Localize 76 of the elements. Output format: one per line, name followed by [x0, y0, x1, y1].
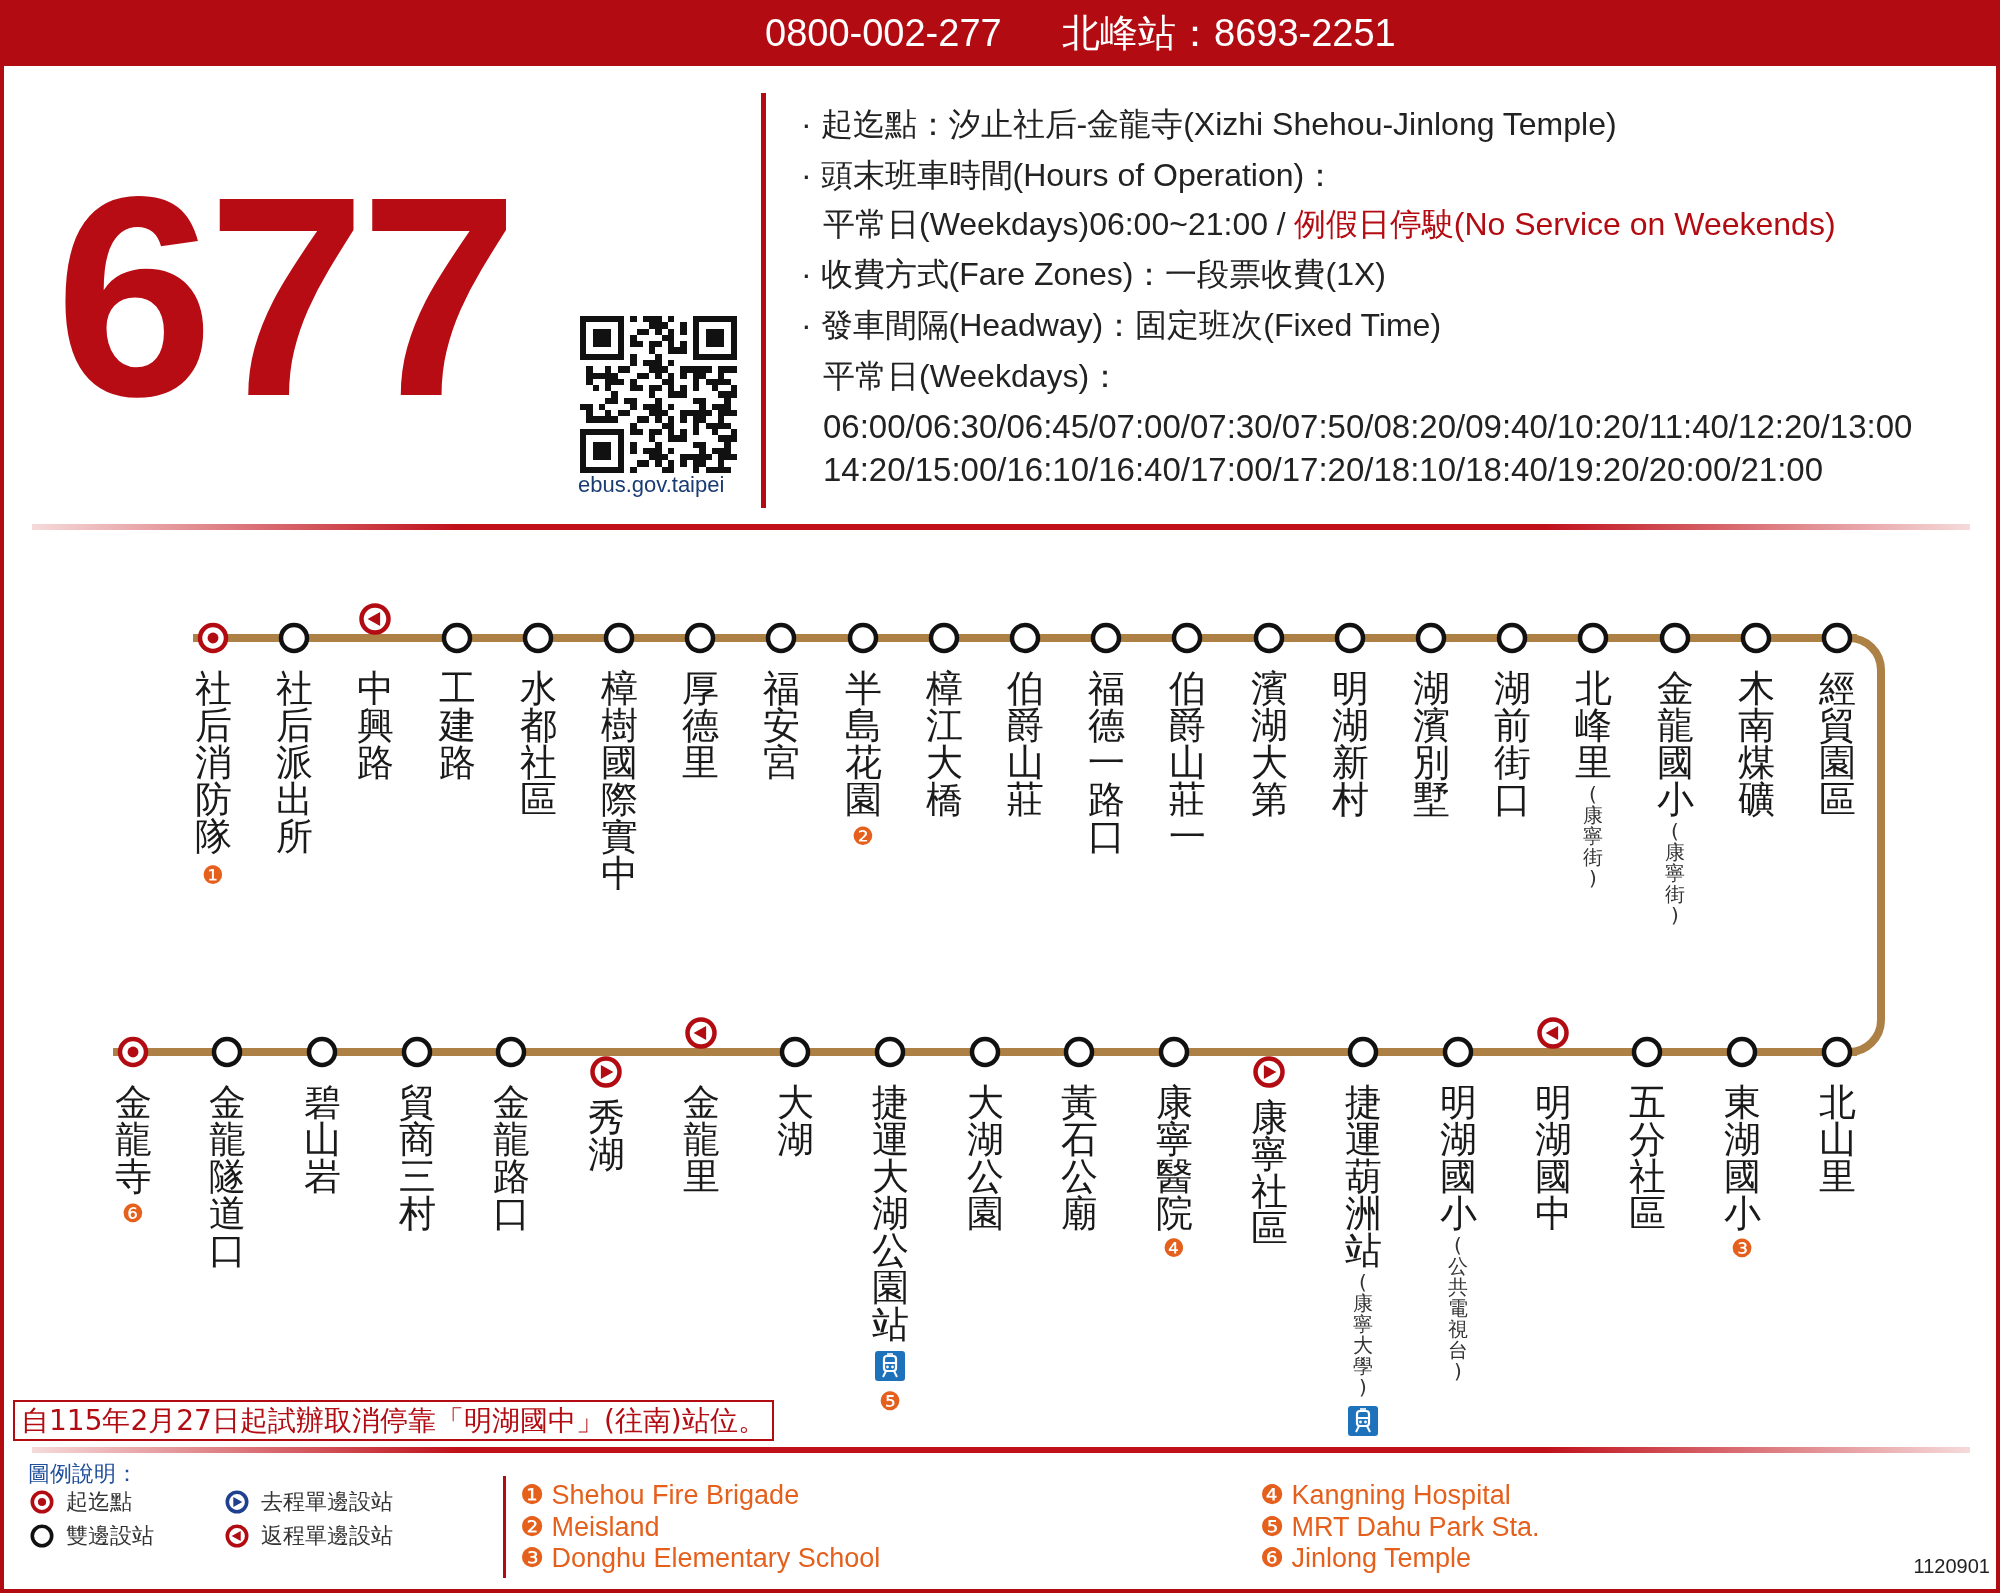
notice-box [13, 1400, 774, 1441]
stop-name: 伯爵山莊 [1006, 670, 1044, 818]
legend-heading: 圖例說明： [28, 1460, 138, 1488]
stop-note: (康寧大學) [1352, 1272, 1374, 1398]
stop-name: 東湖國小 [1723, 1084, 1761, 1232]
numbered-note: ❺ MRT Dahu Park Sta. [1260, 1511, 1540, 1543]
stop-name: 福安宮 [762, 670, 800, 781]
stop-name: 貿商三村 [398, 1084, 436, 1232]
numbered-note: ❹ Kangning Hospital [1260, 1479, 1511, 1511]
numbered-note: ❸ Donghu Elementary School [520, 1542, 881, 1574]
stop-name: 中興路 [356, 670, 394, 781]
stop-name: 濱湖大第 [1250, 670, 1288, 818]
stop-note: (公共電視台) [1447, 1235, 1469, 1382]
stop-name: 福德一路口 [1087, 670, 1125, 855]
stop-name: 北山里 [1818, 1084, 1856, 1195]
stop-name: 明湖國中 [1534, 1084, 1572, 1232]
stop-name: 伯爵山莊一 [1168, 670, 1206, 855]
stop-name: 湖濱別墅 [1412, 670, 1450, 818]
stop-name: 厚德里 [681, 670, 719, 781]
info-text: · 起迄點：汐止社后-金龍寺(Xizhi Shehou-Jinlong Temple) [801, 105, 1617, 144]
web-address: ebus.gov.taipei [578, 472, 725, 498]
stop-name: 木南煤礦 [1737, 670, 1775, 818]
stop-note: (康寧街) [1582, 784, 1604, 889]
stop-name: 秀湖 [587, 1099, 625, 1173]
stop-name: 半島花園 [844, 670, 882, 818]
stop-name: 湖前街口 [1493, 670, 1531, 818]
numbered-note: ❷ Meisland [520, 1511, 660, 1543]
stop-name: 北峰里 [1574, 670, 1612, 781]
stop-name: 金龍路口 [492, 1084, 530, 1232]
numbered-note: ❶ Shehou Fire Brigade [520, 1479, 800, 1511]
stop-name: 大湖 [776, 1084, 814, 1158]
route-number: 677 [55, 154, 513, 439]
stop-note: (康寧街) [1664, 821, 1686, 926]
info-text: · 發車間隔(Headway)：固定班次(Fixed Time) [801, 306, 1442, 345]
stop-name: 五分社區 [1628, 1084, 1666, 1232]
info-text: 平常日(Weekdays)： [823, 357, 1122, 396]
info-text: 例假日停駛(No Service on Weekends) [1293, 205, 1836, 244]
stop-name: 大湖公園 [966, 1084, 1004, 1232]
legend-text: 起迄點 [66, 1488, 132, 1516]
code-number: 1120901 [1913, 1554, 1990, 1578]
stop-name: 金龍寺 [114, 1084, 152, 1195]
stop-name: 明湖新村 [1331, 670, 1369, 818]
stop-name: 康寧社區 [1250, 1099, 1288, 1247]
stop-name: 明湖國小 [1439, 1084, 1477, 1232]
stop-name: 金龍隧道口 [208, 1084, 246, 1269]
phone-number: 北峰站：8693-2251 [1062, 11, 1396, 56]
stop-name: 碧山岩 [303, 1084, 341, 1195]
notice-text: 自115年2月27日起試辦取消停靠「明湖國中」(往南)站位。 [21, 1404, 766, 1437]
stop-name: 樟江大橋 [925, 670, 963, 818]
legend-text: 返程單邊設站 [261, 1522, 393, 1550]
legend-text: 雙邊設站 [66, 1522, 154, 1550]
numbered-note: ❻ Jinlong Temple [1260, 1542, 1472, 1574]
stop-name: 黃石公廟 [1060, 1084, 1098, 1232]
stop-name: 金龍里 [682, 1084, 720, 1195]
stop-name: 社后消防隊 [194, 670, 232, 855]
stop-name: 樟樹國際實中 [600, 670, 638, 892]
stop-name: 水都社區 [519, 670, 557, 818]
stop-name: 捷運大湖公園站 [871, 1084, 909, 1343]
stop-name: 經貿園區 [1818, 670, 1856, 818]
callout-number: ❺ [878, 1389, 902, 1415]
info-text: 平常日(Weekdays)06:00~21:00 / [823, 205, 1286, 244]
phone-number: 0800-002-277 [765, 11, 1002, 56]
stop-name: 社后派出所 [275, 670, 313, 855]
stop-name: 金龍國小 [1656, 670, 1694, 818]
callout-number: ❹ [1162, 1236, 1186, 1262]
callout-number: ❶ [201, 863, 225, 889]
callout-number: ❷ [851, 824, 875, 850]
stop-name: 捷運葫洲站 [1344, 1084, 1382, 1269]
info-text: · 頭末班車時間(Hours of Operation)： [801, 156, 1337, 195]
stop-name: 工建路 [438, 670, 476, 781]
timetable-text: 06:00/06:30/06:45/07:00/07:30/07:50/08:20/09:40/10:20/11:40/12:20/13:00 14:20/15:00/16:10/16:40/17:00/17:20/18:10/18:40/19:20/20:00/21:00 [823, 407, 1914, 490]
stop-name: 康寧醫院 [1155, 1084, 1193, 1232]
callout-number: ❸ [1730, 1236, 1754, 1262]
callout-number: ❻ [121, 1201, 145, 1227]
legend-text: 去程單邊設站 [261, 1488, 393, 1516]
info-text: · 收費方式(Fare Zones)：一段票收費(1X) [801, 255, 1386, 294]
